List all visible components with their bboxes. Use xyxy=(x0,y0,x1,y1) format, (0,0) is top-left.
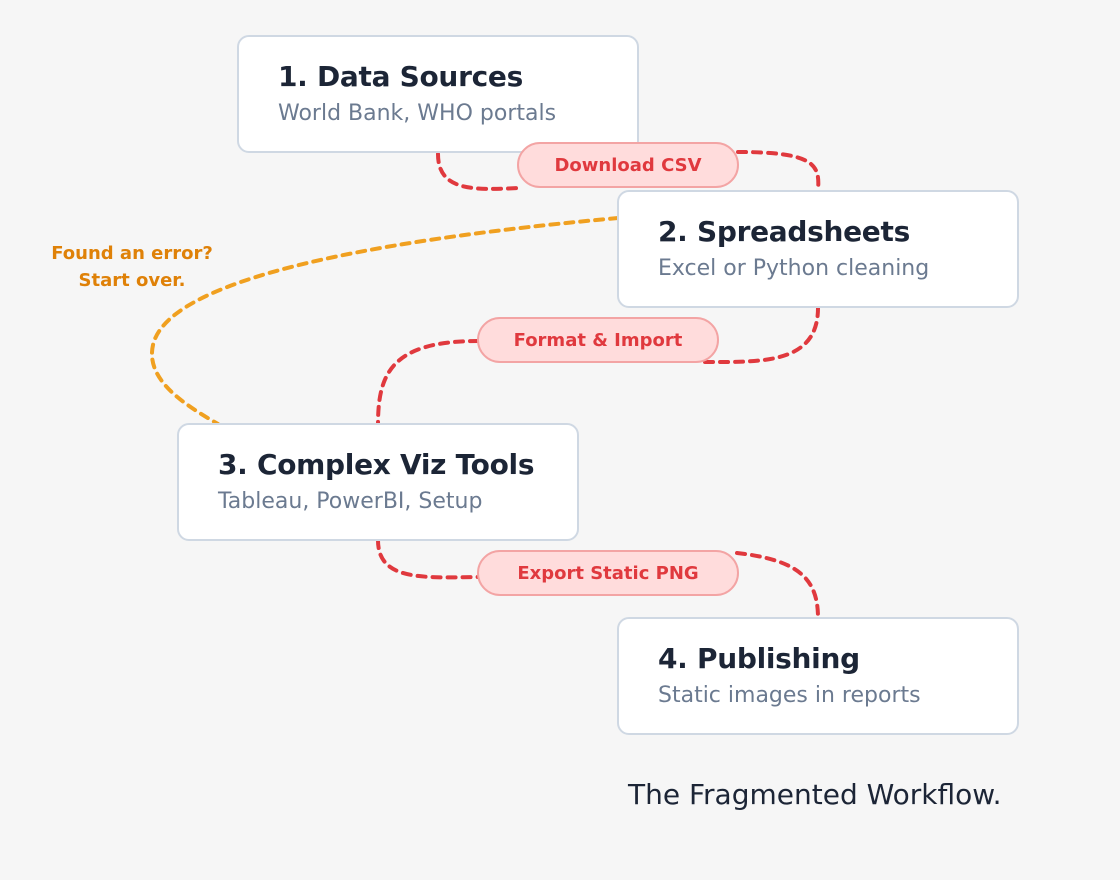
loop-back-connector xyxy=(149,216,620,426)
step-spreadsheets: 2. Spreadsheets Excel or Python cleaning xyxy=(617,190,1019,308)
connector-viz-tools-to-publishing xyxy=(376,538,820,620)
transition-export-static-png: Export Static PNG xyxy=(477,550,739,596)
loop-note: Found an error? Start over. xyxy=(32,240,232,294)
step-data-sources: 1. Data Sources World Bank, WHO portals xyxy=(237,35,639,153)
step-subtitle: Tableau, PowerBI, Setup xyxy=(218,489,483,514)
diagram-caption: The Fragmented Workflow. xyxy=(628,778,1002,811)
step-subtitle: Excel or Python cleaning xyxy=(658,256,930,281)
step-publishing: 4. Publishing Static images in reports xyxy=(617,617,1019,735)
connector-spreadsheets-to-viz-tools xyxy=(376,306,820,427)
step-title: 4. Publishing xyxy=(658,642,860,675)
step-subtitle: Static images in reports xyxy=(658,683,921,708)
transition-download-csv: Download CSV xyxy=(517,142,739,188)
loop-note-line2: Start over. xyxy=(78,270,186,291)
connector-data-sources-to-spreadsheets xyxy=(436,150,821,192)
step-title: 3. Complex Viz Tools xyxy=(218,448,535,481)
step-title: 2. Spreadsheets xyxy=(658,215,910,248)
step-subtitle: World Bank, WHO portals xyxy=(278,101,557,126)
transition-format-import: Format & Import xyxy=(477,317,719,363)
loop-note-line1: Found an error? xyxy=(51,243,213,264)
step-complex-viz-tools: 3. Complex Viz Tools Tableau, PowerBI, S… xyxy=(177,423,579,541)
step-title: 1. Data Sources xyxy=(278,60,523,93)
